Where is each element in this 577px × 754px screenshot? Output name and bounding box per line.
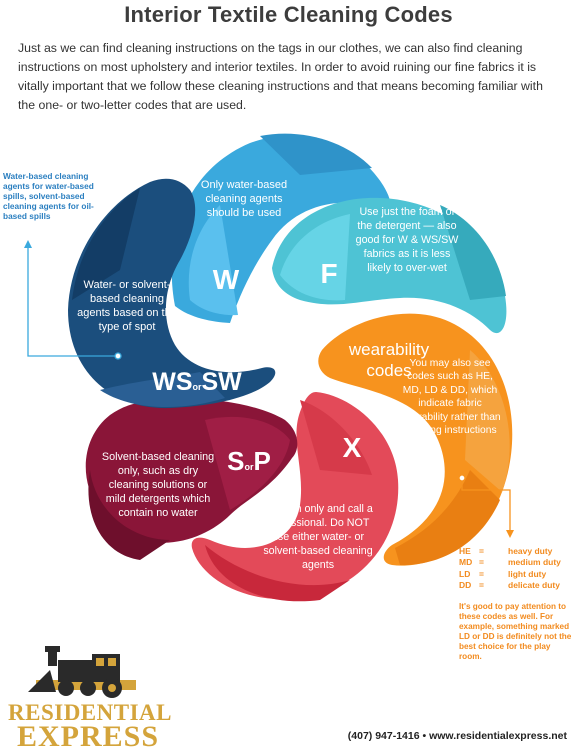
code-row: DD=delicate duty [459, 579, 560, 590]
code-row: HE=heavy duty [459, 546, 553, 556]
page-title: Interior Textile Cleaning Codes [124, 2, 453, 27]
f-code: F [320, 258, 338, 289]
wearability-title: wearability codes [348, 340, 430, 380]
intro-paragraph: Just as we can find cleaning instruction… [18, 41, 543, 112]
segment-f [272, 197, 507, 334]
wearability-code-list: HE=heavy duty MD=medium duty LD=light du… [459, 546, 561, 591]
ws-code-or: or [192, 382, 202, 392]
logo-line1: RESIDENTIAL [8, 700, 172, 725]
right-side-note: It's good to pay attention to these code… [459, 602, 572, 661]
ws-code-sw: SW [201, 368, 242, 396]
left-side-note: Water-based cleaning agents for water-ba… [3, 171, 94, 221]
ws-description: Water- or solvent-based cleaning agents … [77, 279, 177, 333]
ws-code: WSorSW [142, 368, 252, 397]
right-callout-line [458, 474, 514, 538]
company-logo: RESIDENTIAL EXPRESS [8, 640, 172, 753]
segment-sp [85, 398, 298, 560]
x-description: Vacuum only and call a professional. Do … [263, 503, 373, 571]
segment-ws [68, 178, 276, 409]
sp-code-p: P [253, 446, 271, 476]
w-code: W [212, 264, 240, 295]
code-row: MD=medium duty [459, 557, 561, 568]
segment-w [171, 133, 391, 323]
sp-code-s: S [227, 446, 245, 476]
f-description: Use just the foam of the detergent — als… [355, 206, 459, 274]
sp-code-or: or [244, 462, 254, 472]
x-code: X [342, 432, 362, 463]
sp-description: Solvent-based cleaning only, such as dry… [101, 451, 215, 519]
footer-contact: (407) 947-1416 • www.residentialexpress.… [347, 730, 567, 742]
segment-x [191, 392, 399, 602]
logo-line2: EXPRESS [16, 720, 160, 753]
sp-code: SorP [224, 446, 274, 477]
w-description: Only water-based cleaning agents should … [200, 179, 288, 219]
code-row: LD=light duty [459, 568, 547, 579]
wearability-description: You may also see codes such as HE, MD, L… [399, 358, 501, 437]
train-icon [28, 646, 136, 698]
ws-code-ws: WS [152, 368, 193, 396]
left-callout-line [24, 240, 122, 360]
segment-wearability [318, 313, 513, 566]
